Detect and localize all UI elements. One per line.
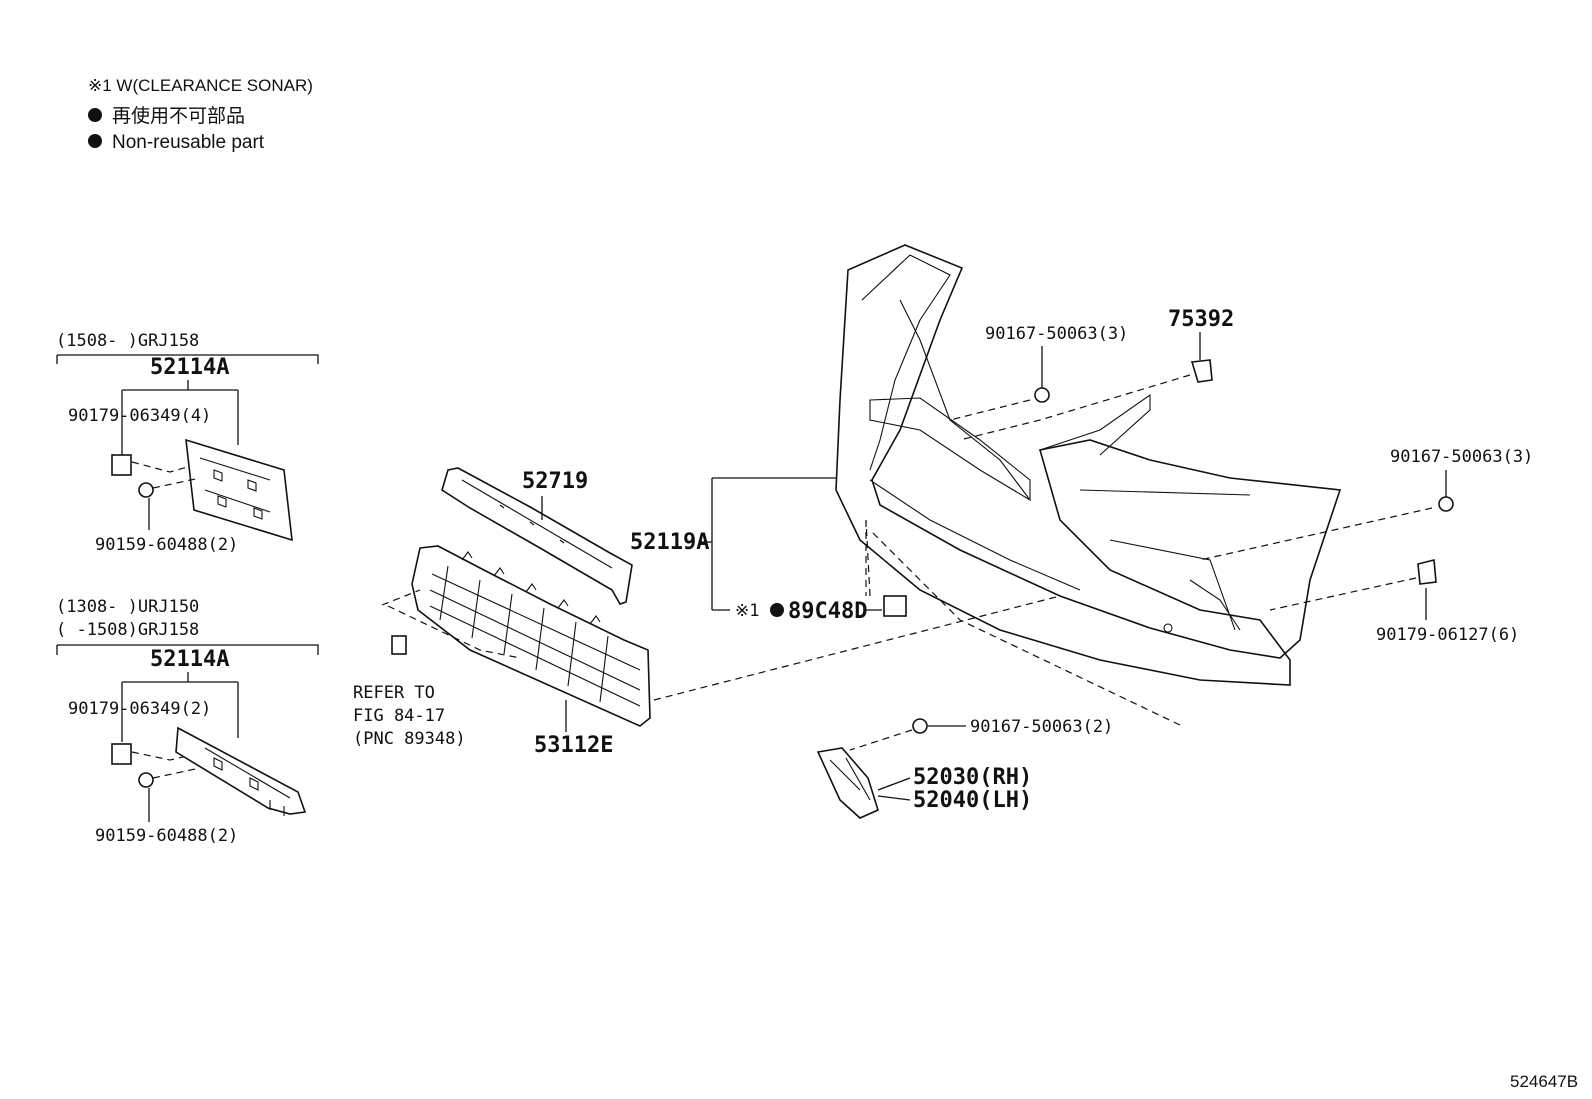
- bracket-detail: [199, 457, 271, 520]
- part-number-screw-right: 90167-50063(3): [1390, 447, 1533, 467]
- assembly-dash-line: [152, 767, 201, 779]
- bumper-cover-group: 52119A ※1 89C48D: [630, 244, 1342, 726]
- non-reusable-dot-icon: [770, 603, 784, 617]
- assembly-dash-line: [949, 399, 1031, 421]
- part-number-52719: 52719: [522, 469, 588, 494]
- part-number-52114A: 52114A: [150, 647, 229, 672]
- illustration-id: 524647B: [1510, 1072, 1578, 1091]
- refer-text: (PNC 89348): [353, 729, 466, 749]
- assembly-dash-line: [152, 477, 201, 489]
- grille-tabs: [461, 551, 601, 625]
- lower-grille-group: 53112E: [381, 545, 651, 758]
- part-number-52030: 52030(RH): [913, 765, 1032, 790]
- refer-text: FIG 84-17: [353, 706, 445, 726]
- applicability-label: (1508- )GRJ158: [56, 331, 199, 351]
- screw-part: [138, 772, 154, 788]
- part-number-clip: 90179-06349(2): [68, 699, 211, 719]
- legend: ※1 W(CLEARANCE SONAR) 再使用不可部品 Non-reusab…: [88, 76, 313, 153]
- assembly-dash-line: [959, 374, 1191, 441]
- part-number-screw-lower: 90167-50063(2): [970, 717, 1113, 737]
- non-reusable-dot-icon: [88, 108, 102, 122]
- leader-line: [121, 672, 239, 742]
- legend-note-w: ※1 W(CLEARANCE SONAR): [88, 76, 313, 95]
- part-number-screw-top: 90167-50063(3): [985, 324, 1128, 344]
- clip-part: [111, 454, 132, 476]
- license-bracket-part: [175, 726, 307, 815]
- part-number-52114A: 52114A: [150, 355, 229, 380]
- molding-detail: [461, 479, 613, 569]
- part-number-screw: 90159-60488(2): [95, 826, 238, 846]
- assembly-dash-line: [865, 519, 1181, 726]
- bracket-detail: [204, 747, 291, 816]
- non-reusable-dot-icon: [88, 134, 102, 148]
- fog-cover-group: 90167-50063(2) 52030(RH) 52040(LH): [816, 717, 1113, 819]
- leader-line: [121, 380, 239, 455]
- license-bracket-group-bottom: (1308- )URJ150 ( -1508)GRJ158 52114A 901…: [56, 597, 319, 846]
- grille-mesh: [429, 565, 641, 707]
- assembly-dash-line: [1269, 577, 1417, 611]
- note-marker: ※1: [735, 601, 759, 621]
- license-bracket-group-top: (1508- )GRJ158 52114A 90179-06349(4) 901…: [56, 331, 319, 555]
- screw-part: [1438, 496, 1454, 512]
- fog-cover-part: [816, 747, 879, 819]
- leader-line: [700, 477, 836, 611]
- assembly-dash-line: [653, 595, 1061, 701]
- part-number-screw: 90159-60488(2): [95, 535, 238, 555]
- bumper-detail: [861, 254, 1251, 631]
- screw-part: [912, 718, 928, 734]
- sonar-hole: [1163, 623, 1173, 633]
- bumper-reinforcement: [869, 397, 1031, 501]
- fog-cover-detail: [829, 757, 871, 801]
- part-number-clip-right: 90179-06127(6): [1376, 625, 1519, 645]
- clip-part: [1417, 558, 1437, 585]
- legend-non-reusable-en: Non-reusable part: [112, 132, 265, 153]
- leader-line: [877, 777, 911, 801]
- refer-fig-group: REFER TO FIG 84-17 (PNC 89348): [353, 635, 466, 749]
- screw-part: [138, 482, 154, 498]
- assembly-dash-line: [381, 589, 521, 659]
- screw-part: [1034, 387, 1050, 403]
- clip-part: [1190, 359, 1213, 383]
- refer-text: REFER TO: [353, 683, 435, 703]
- part-number-89C48D: 89C48D: [788, 599, 867, 624]
- assembly-dash-line: [849, 729, 913, 751]
- part-number-52119A: 52119A: [630, 530, 709, 555]
- sonar-retainer-part: [883, 595, 907, 617]
- assembly-dash-line: [1199, 507, 1433, 561]
- part-number-clip: 90179-06349(4): [68, 406, 211, 426]
- part-number-75392: 75392: [1168, 307, 1234, 332]
- applicability-label: (1308- )URJ150: [56, 597, 199, 617]
- group-bracket-line: [56, 354, 319, 364]
- clip-part: [111, 743, 132, 765]
- fastener-group-right: 90167-50063(3) 90179-06127(6): [1199, 447, 1533, 645]
- license-bracket-part: [185, 438, 293, 542]
- part-number-53112E: 53112E: [534, 733, 613, 758]
- lower-grille-part: [411, 545, 651, 727]
- grille-molding-part: [441, 467, 633, 605]
- legend-non-reusable-jp: 再使用不可部品: [112, 105, 245, 127]
- part-number-52040: 52040(LH): [913, 788, 1032, 813]
- clip-part: [391, 635, 407, 655]
- applicability-label: ( -1508)GRJ158: [56, 620, 199, 640]
- fastener-group-upper: 90167-50063(3) 75392: [949, 307, 1234, 441]
- grille-molding-group: 52719: [441, 467, 633, 605]
- bumper-cover-part: [835, 244, 1342, 686]
- group-bracket-line: [56, 644, 319, 655]
